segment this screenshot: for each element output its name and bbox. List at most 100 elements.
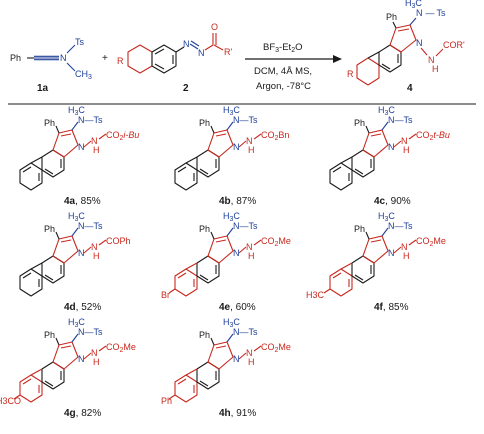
me-label: H3C (378, 211, 395, 223)
substituent-label: Br (161, 290, 170, 300)
compound-label: 4e, 60% (219, 302, 256, 313)
product-nh-label: N (428, 55, 435, 65)
h-label: H (93, 251, 100, 261)
acyl-label: CO2Me (261, 236, 291, 248)
compound-label: 4f, 85% (374, 302, 409, 313)
ph-label: Ph (354, 118, 365, 128)
product-r-label: R (347, 69, 354, 79)
reactant1-ts-label: Ts (75, 37, 85, 47)
acyl-label: CO2t-Bu (416, 130, 450, 142)
me-label: H3C (378, 105, 395, 117)
reactant2-n1-label: N (183, 39, 190, 49)
plus-sign: + (102, 53, 108, 64)
ring-n-label: N (233, 354, 240, 364)
product-4-general: R Ph N—Ts H3C N N H COR' 4 (347, 0, 465, 94)
reactant1-compound-label: 1a (37, 83, 49, 94)
n-ts-label: N—Ts (78, 221, 103, 231)
nh-label: N (91, 136, 98, 146)
nh-label: N (246, 136, 253, 146)
compound-label: 4h, 91% (219, 408, 256, 419)
acyl-label: COPh (106, 236, 131, 246)
compound-label: 4g, 82% (64, 408, 101, 419)
h-label: H (403, 251, 410, 261)
n-ts-label: N—Ts (233, 327, 258, 337)
h-label: H (403, 145, 410, 155)
nh-label: N (401, 242, 408, 252)
reactant2-n2-label: N (198, 48, 205, 58)
n-ts-label: N—Ts (388, 221, 413, 231)
h-label: H (93, 357, 100, 367)
ph-label: Ph (44, 224, 55, 234)
reactant1-ph-label: Ph (10, 53, 21, 63)
me-label: H3C (68, 317, 85, 329)
ph-label: Ph (199, 224, 210, 234)
me-label: H3C (68, 211, 85, 223)
nh-label: N (246, 242, 253, 252)
reactant2-r-label: R (117, 56, 124, 66)
acyl-label: CO2Me (416, 236, 446, 248)
substituent-label: Ph (161, 396, 172, 406)
product-me-label: H3C (405, 0, 422, 10)
product-h-label: H (432, 64, 439, 74)
nh-label: N (91, 348, 98, 358)
n-ts-label: N—Ts (233, 221, 258, 231)
nh-label: N (401, 136, 408, 146)
ring-n-label: N (78, 354, 85, 364)
reactant1-n-label: N (60, 53, 67, 63)
product-n2-label: N (416, 38, 423, 48)
nh-label: N (246, 348, 253, 358)
product-compound-label: 4 (407, 83, 413, 94)
me-label: H3C (68, 105, 85, 117)
n-ts-label: N—Ts (78, 327, 103, 337)
compound-label: 4b, 87% (219, 196, 256, 207)
reactant2-compound-label: 2 (183, 83, 189, 94)
ring-n-label: N (78, 142, 85, 152)
substituent-label: H3CO (0, 396, 21, 406)
acyl-label: CO2Me (261, 342, 291, 354)
ring-n-label: N (233, 142, 240, 152)
ph-label: Ph (44, 330, 55, 340)
substituent-label: H3C (306, 290, 325, 300)
me-label: H3C (223, 105, 240, 117)
ph-label: Ph (354, 224, 365, 234)
product-n-ts-label: N—Ts (416, 8, 446, 18)
nh-label: N (91, 242, 98, 252)
ring-n-label: N (388, 142, 395, 152)
ring-n-label: N (233, 248, 240, 258)
ph-label: Ph (44, 118, 55, 128)
condition-reagent: BF3-Et2O (263, 42, 302, 54)
compound-label: 4a, 85% (64, 196, 101, 207)
ph-label: Ph (199, 118, 210, 128)
reactant-2: R N N O R' 2 (117, 22, 232, 94)
n-ts-label: N—Ts (78, 115, 103, 125)
reactant1-me-label: CH3 (75, 69, 92, 81)
h-label: H (248, 251, 255, 261)
ph-label: Ph (199, 330, 210, 340)
reactant2-rprime-label: R' (224, 47, 232, 57)
n-ts-label: N—Ts (233, 115, 258, 125)
condition-solvent: DCM, 4Å MS, (254, 66, 312, 77)
compound-label: 4d, 52% (64, 302, 101, 313)
acyl-label: CO2Me (106, 342, 136, 354)
condition-atmosphere: Argon, -78°C (256, 81, 311, 92)
reaction-arrow: BF3-Et2O DCM, 4Å MS, Argon, -78°C (245, 42, 342, 92)
me-label: H3C (223, 211, 240, 223)
me-label: H3C (223, 317, 240, 329)
acyl-label: CO2Bn (261, 130, 289, 142)
h-label: H (248, 357, 255, 367)
ring-n-label: N (388, 248, 395, 258)
product-ph-label: Ph (386, 12, 397, 22)
reactant-1a: Ph N Ts CH3 1a (10, 37, 92, 94)
reactant2-o-label: O (211, 22, 218, 32)
compound-label: 4c, 90% (374, 196, 411, 207)
n-ts-label: N—Ts (388, 115, 413, 125)
